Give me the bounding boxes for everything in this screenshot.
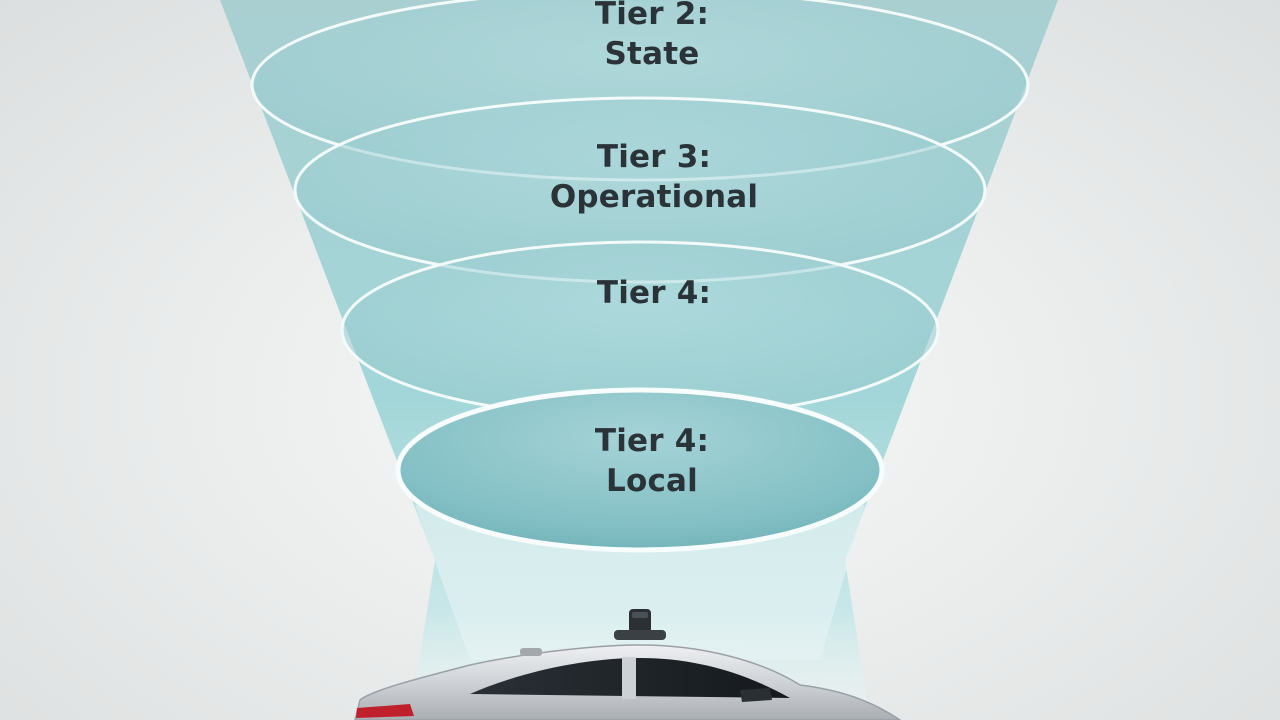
autonomous-car-icon: [354, 609, 902, 720]
tier-3-title: Tier 3:: [596, 139, 712, 175]
sensor-beam: [415, 505, 865, 660]
tier-4-title: Tier 4:: [596, 275, 712, 311]
tier-2-subtitle: State: [604, 36, 700, 72]
tier-4-local-subtitle: Local: [606, 463, 698, 499]
tier-4-local-disc: [395, 387, 885, 553]
tier-2-label: Tier 2: State: [452, 0, 852, 74]
tier-4-local-title: Tier 4:: [594, 423, 710, 459]
tier-2-title: Tier 2:: [594, 0, 710, 32]
tier-3-subtitle: Operational: [549, 179, 759, 215]
tier-3-label: Tier 3: Operational: [454, 137, 854, 217]
lidar-sensor-icon: [614, 609, 666, 640]
tier-4-local-label: Tier 4: Local: [452, 421, 852, 501]
tier-4-label: Tier 4:: [454, 273, 854, 313]
